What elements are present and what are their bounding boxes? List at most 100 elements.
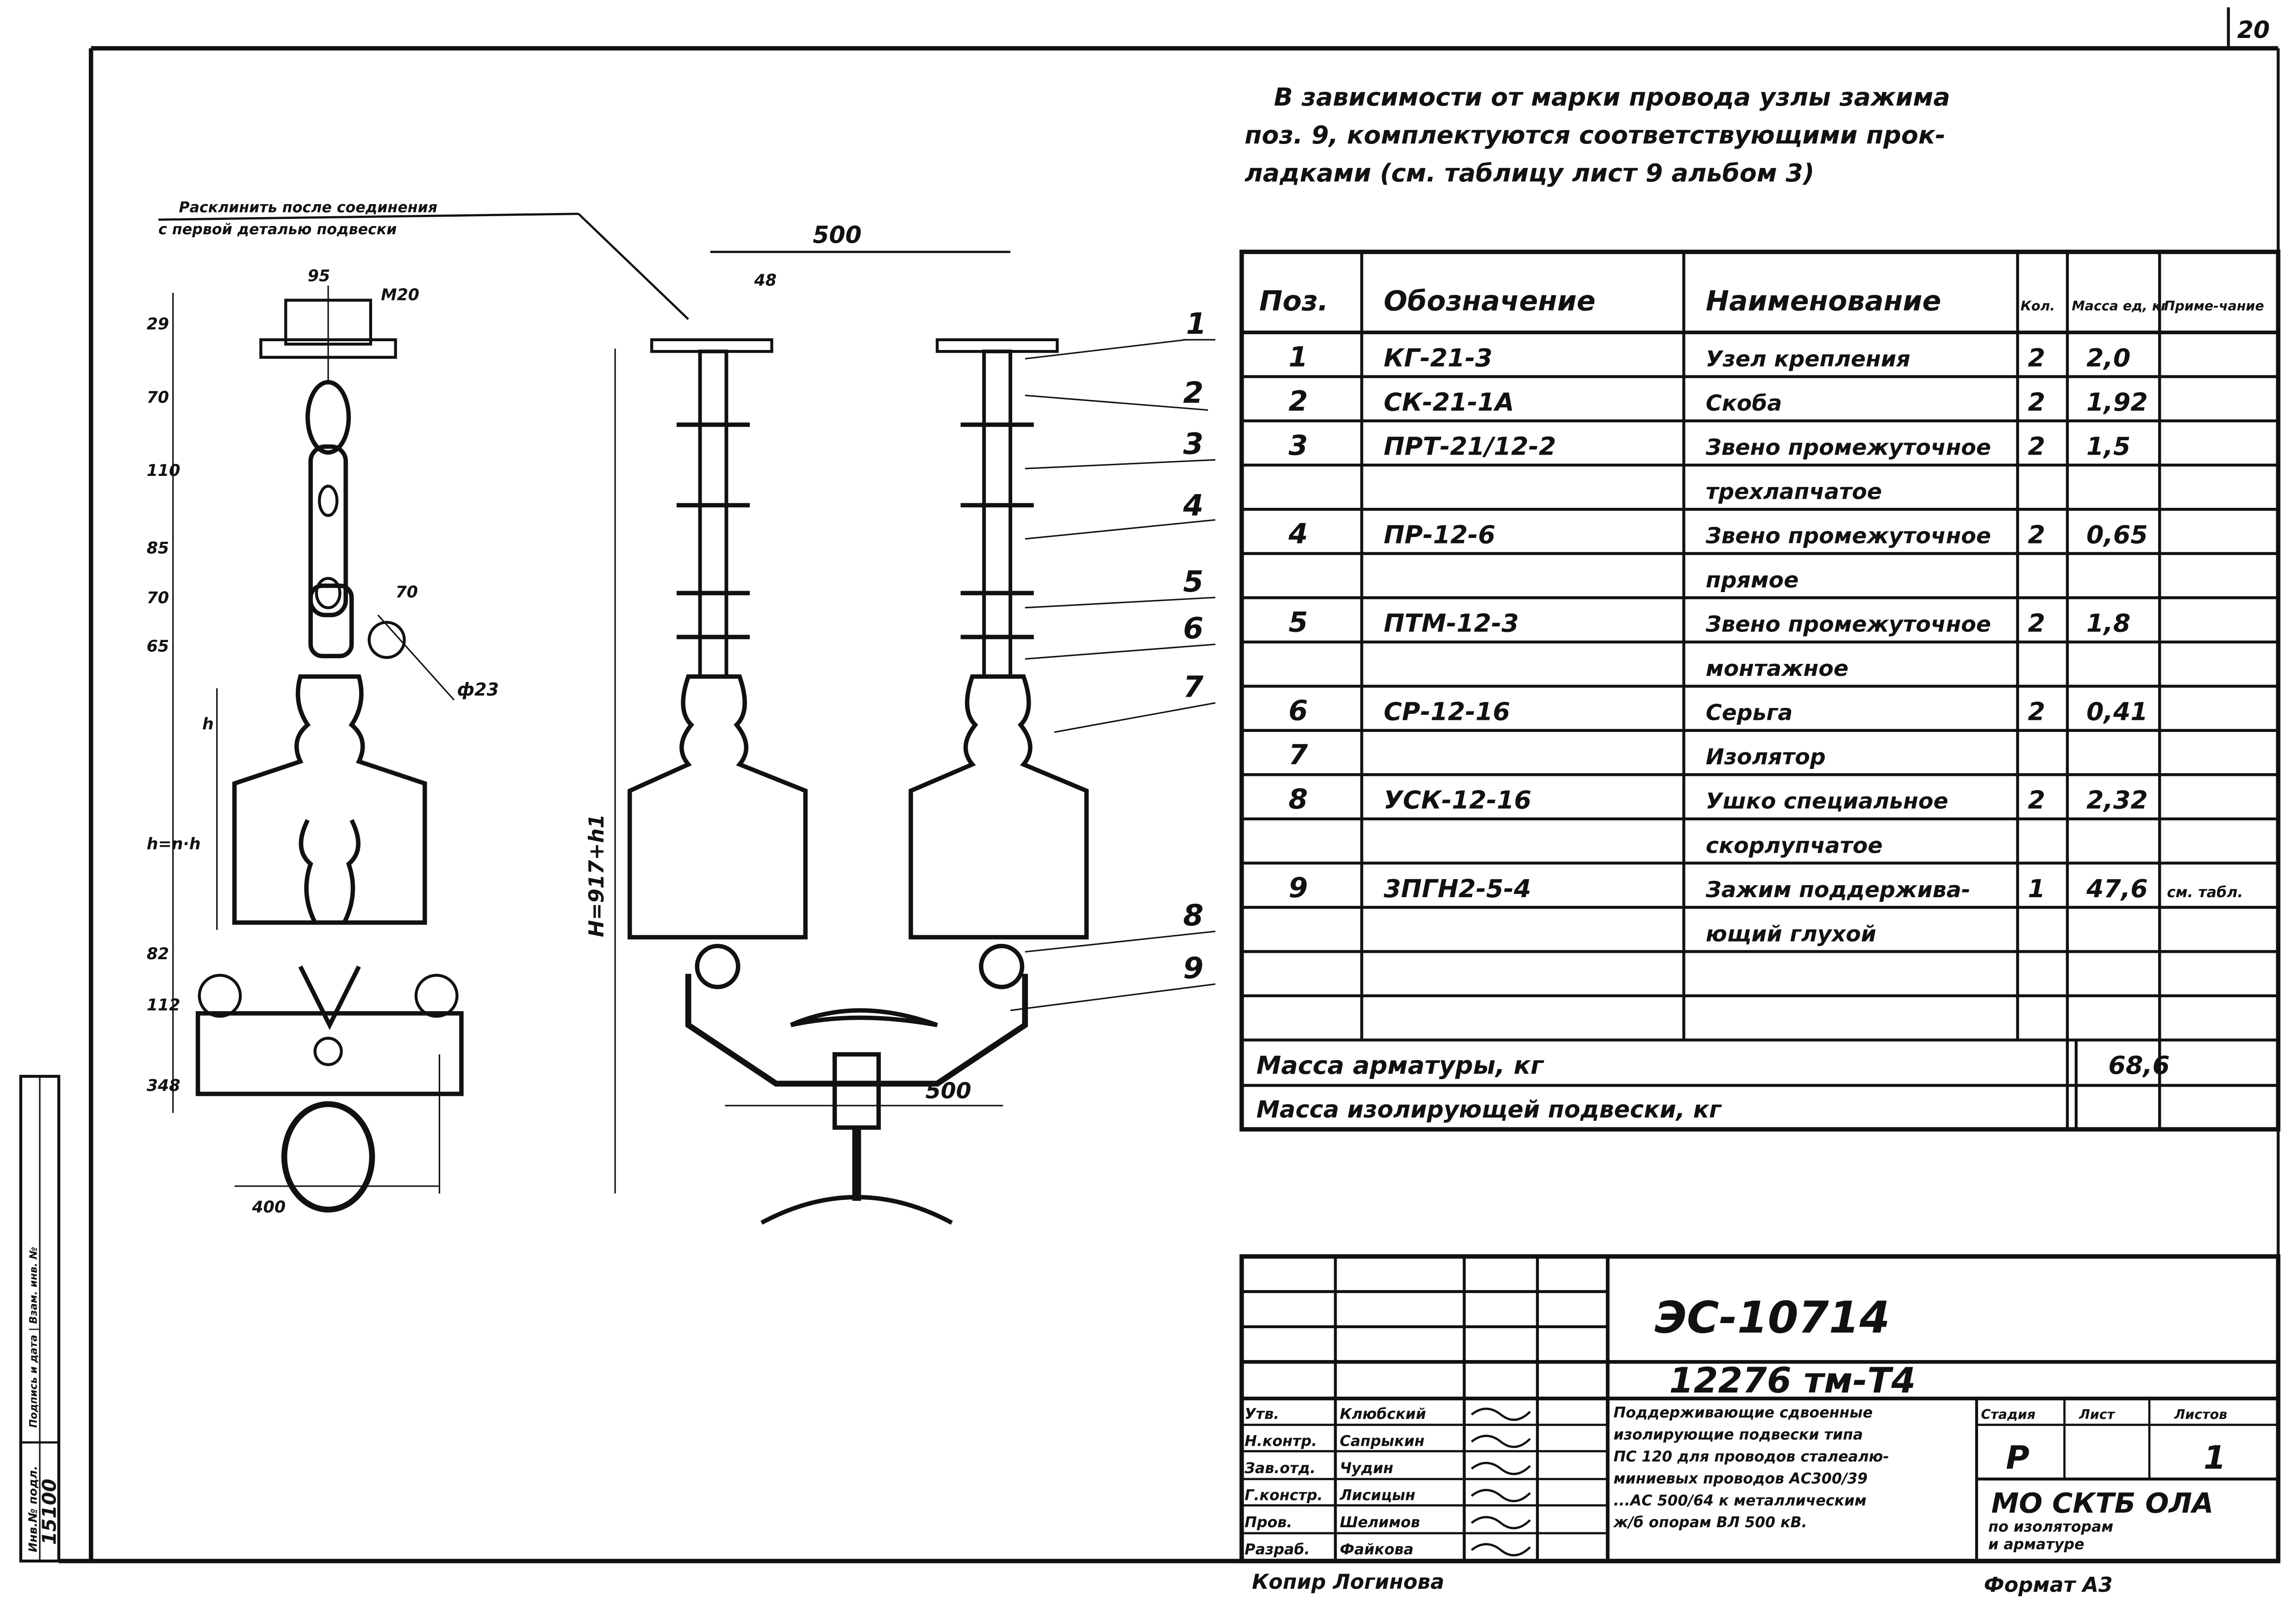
front-view: 500 48 H=917+h1 (585, 221, 1216, 1225)
handwritten-signature (1471, 1435, 1531, 1448)
signature-name: Шелимов (1340, 1514, 1420, 1531)
table-cell: ПР-12-6 (1384, 520, 1495, 550)
organization-sub: и арматуре (1988, 1537, 2084, 1553)
organization: МО СКТБ ОЛА (1991, 1487, 2214, 1520)
table-cell: Зажим поддержива- (1705, 877, 1971, 903)
dim-label: 348 (147, 1077, 180, 1095)
table-cell: 4 (1288, 518, 1308, 550)
signature-role: Пров. (1244, 1514, 1292, 1531)
mass-insulating-label: Масса изолирующей подвески, кг (1257, 1096, 1722, 1123)
table-cell: Изолятор (1706, 744, 1826, 770)
table-cell: прямое (1706, 568, 1799, 593)
table-cell: см. табл. (2167, 884, 2243, 901)
leader-note: Расклинить после соединения (179, 200, 437, 216)
sheet-frame (59, 7, 2280, 1563)
table-cell: 2 (2028, 387, 2045, 417)
title-block: ЭС-10714 12276 тм-Т4 Утв.КлюбскийН.контр… (1239, 1254, 2281, 1597)
table-cell: 0,41 (2086, 697, 2148, 726)
table-cell: 5 (1288, 606, 1308, 639)
note-line: ладками (см. таблицу лист 9 альбом 3) (1244, 158, 1814, 187)
format: Формат А3 (1984, 1573, 2113, 1597)
table-cell: 0,65 (2086, 520, 2148, 550)
dim-label: 500 (813, 221, 862, 249)
callout-label: 4 (1182, 488, 1203, 522)
table-cell: 2,0 (2086, 343, 2130, 372)
dim-label: H=917+h1 (585, 814, 609, 937)
signature-name: Файкова (1340, 1542, 1413, 1558)
table-cell: СР-12-16 (1384, 697, 1510, 726)
document-code: ЭС-10714 (1655, 1293, 1890, 1343)
callout-label: 7 (1183, 670, 1203, 704)
dim-label: h=n·h (147, 835, 201, 854)
dim-label: 29 (147, 315, 169, 334)
description-line: миниевых проводов АС300/39 (1613, 1470, 1867, 1487)
handwritten-signature (1471, 1489, 1531, 1502)
table-cell: 2 (2028, 697, 2045, 726)
handwritten-signature (1471, 1407, 1531, 1421)
dim-label: 500 (926, 1078, 971, 1104)
table-cell: 2,32 (2086, 786, 2148, 815)
sheet-label: Лист (2078, 1407, 2115, 1422)
table-cell: 8 (1288, 783, 1308, 816)
table-cell: 3ПГН2-5-4 (1384, 874, 1531, 903)
callout-label: 3 (1183, 427, 1203, 461)
dim-label: 82 (147, 945, 169, 963)
callout-label: 2 (1183, 375, 1203, 410)
callout-label: 5 (1183, 564, 1203, 599)
table-cell: ПТМ-12-3 (1384, 609, 1519, 638)
table-cell: УСК-12-16 (1384, 786, 1531, 815)
stamp-caption: Подпись и дата | Взам. инв. № (28, 1247, 40, 1428)
table-cell: ПРТ-21/12-2 (1384, 431, 1556, 461)
side-stamp: Инв.№ подл. 15100 Подпись и дата | Взам.… (19, 1074, 61, 1563)
table-cell: 2 (2028, 609, 2045, 638)
note-line: В зависимости от марки провода узлы зажи… (1274, 82, 1950, 112)
table-cell: Узел крепления (1706, 346, 1910, 372)
description-line: ПС 120 для проводов сталеалю- (1613, 1449, 1889, 1465)
dim-label: 85 (147, 539, 169, 558)
signature-name: Чудин (1340, 1460, 1394, 1477)
dim-label: 70 (147, 589, 169, 607)
table-cell: трехлапчатое (1706, 479, 1882, 505)
table-cell: Звено промежуточное (1705, 435, 1991, 460)
table-cell: Скоба (1706, 391, 1782, 416)
table-cell: 6 (1288, 695, 1308, 727)
callout-label: 9 (1183, 951, 1203, 985)
organization-sub: по изоляторам (1988, 1519, 2113, 1536)
table-cell: Звено промежуточное (1705, 524, 1991, 549)
general-note: В зависимости от марки провода узлы зажи… (1244, 82, 1950, 187)
dim-label: 95 (308, 267, 330, 285)
table-cell: 7 (1288, 739, 1308, 771)
signature-role: Н.контр. (1244, 1433, 1317, 1450)
callout-label: 1 (1186, 306, 1207, 341)
handwritten-signature (1471, 1462, 1531, 1475)
dim-label: 110 (147, 462, 180, 480)
table-cell: СК-21-1А (1384, 387, 1514, 417)
mass-fittings-value: 68,6 (2109, 1050, 2170, 1080)
description-line: ...АС 500/64 к металлическим (1613, 1493, 1867, 1509)
dim-label: 70 (147, 388, 169, 407)
sheets-label: Листов (2174, 1407, 2227, 1422)
copied-by: Копир Логинова (1252, 1570, 1444, 1594)
signature-role: Разраб. (1244, 1542, 1310, 1558)
signature-role: Утв. (1244, 1406, 1279, 1423)
inventory-number: 15100 (38, 1479, 61, 1545)
table-header: Масса ед, кг (2072, 299, 2168, 314)
table-cell: 2 (2028, 343, 2045, 372)
table-cell: 1,5 (2086, 431, 2130, 461)
signature-role: Г.констр. (1244, 1487, 1323, 1504)
sheets-value: 1 (2203, 1439, 2226, 1477)
table-cell: монтажное (1706, 656, 1848, 681)
dim-label: М20 (381, 286, 419, 304)
dim-label: 65 (147, 637, 169, 656)
table-cell: 1,8 (2086, 609, 2130, 638)
signature-name: Сапрыкин (1340, 1433, 1425, 1450)
handwritten-signature (1471, 1543, 1531, 1556)
table-header: Наименование (1706, 285, 1941, 318)
callout-label: 8 (1183, 898, 1203, 932)
mass-fittings-label: Масса арматуры, кг (1257, 1050, 1544, 1080)
handwritten-signature (1471, 1516, 1531, 1530)
dim-label: 48 (754, 271, 777, 290)
callout-label: 6 (1183, 611, 1203, 645)
